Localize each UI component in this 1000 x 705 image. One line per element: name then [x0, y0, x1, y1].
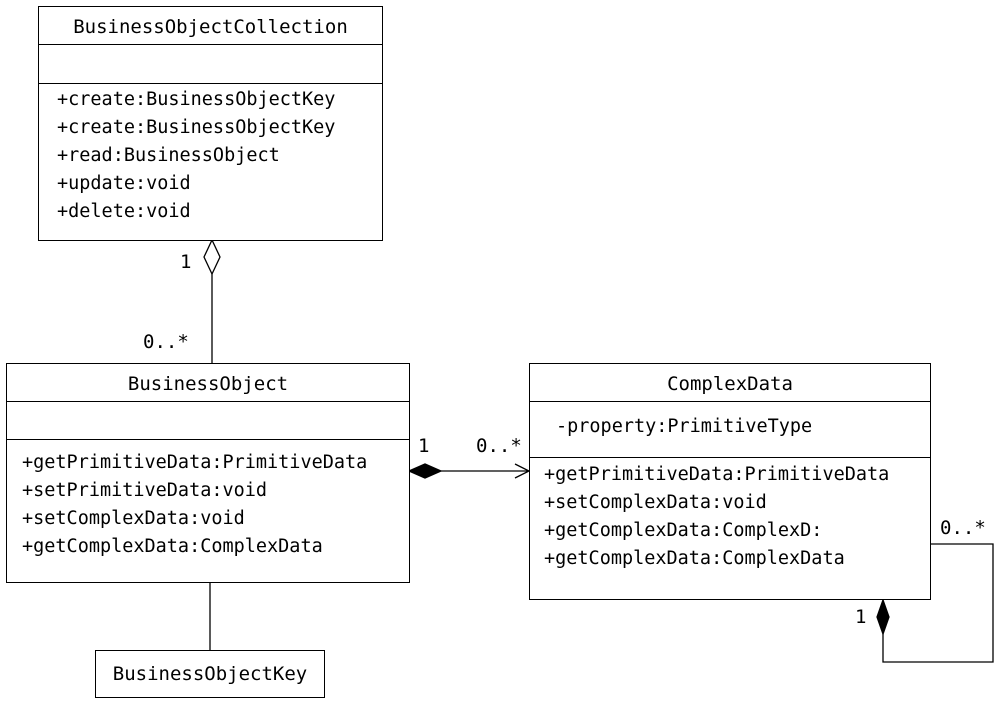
method: +setComplexData:void [544, 492, 767, 513]
self-composition-diamond [876, 598, 890, 636]
composition-diamond [407, 463, 443, 479]
method: +getComplexData:ComplexData [22, 536, 323, 557]
attributes-section: -property:PrimitiveType [530, 402, 930, 458]
multiplicity-self-one: 1 [855, 606, 867, 628]
class-name: BusinessObject [7, 364, 409, 402]
multiplicity-bo-one: 1 [418, 435, 430, 457]
method: +getComplexData:ComplexD: [544, 520, 823, 541]
class-business-object-key: BusinessObjectKey [95, 650, 325, 698]
method: +read:BusinessObject [57, 145, 280, 166]
self-composition-line [882, 543, 994, 663]
multiplicity-collection-many: 0..* [143, 331, 189, 353]
method: +setComplexData:void [22, 508, 245, 529]
method: +update:void [57, 173, 191, 194]
multiplicity-bo-many: 0..* [476, 435, 522, 457]
multiplicity-collection-one: 1 [180, 251, 192, 273]
class-name: BusinessObjectKey [112, 663, 308, 685]
method: +getComplexData:ComplexData [544, 548, 845, 569]
class-business-object: BusinessObject +getPrimitiveData:Primiti… [6, 363, 410, 583]
attributes-section [39, 45, 382, 84]
method: +setPrimitiveData:void [22, 480, 268, 501]
methods-section: +create:BusinessObjectKey +create:Busine… [39, 84, 382, 226]
methods-section: +getPrimitiveData:PrimitiveData +setComp… [530, 458, 930, 573]
method: +getPrimitiveData:PrimitiveData [22, 452, 368, 473]
class-name: ComplexData [530, 364, 930, 402]
method: +delete:void [57, 201, 191, 222]
aggregation-diamond [203, 238, 221, 276]
class-complex-data: ComplexData -property:PrimitiveType +get… [529, 363, 931, 600]
class-business-object-collection: BusinessObjectCollection +create:Busines… [38, 6, 383, 241]
methods-section: +getPrimitiveData:PrimitiveData +setPrim… [7, 440, 409, 561]
attributes-section [7, 402, 409, 440]
method: +getPrimitiveData:PrimitiveData [544, 464, 890, 485]
method: +create:BusinessObjectKey [57, 117, 336, 138]
class-name: BusinessObjectCollection [39, 7, 382, 45]
method: +create:BusinessObjectKey [57, 89, 336, 110]
multiplicity-self-many: 0..* [940, 517, 986, 539]
attribute: -property:PrimitiveType [556, 416, 813, 437]
